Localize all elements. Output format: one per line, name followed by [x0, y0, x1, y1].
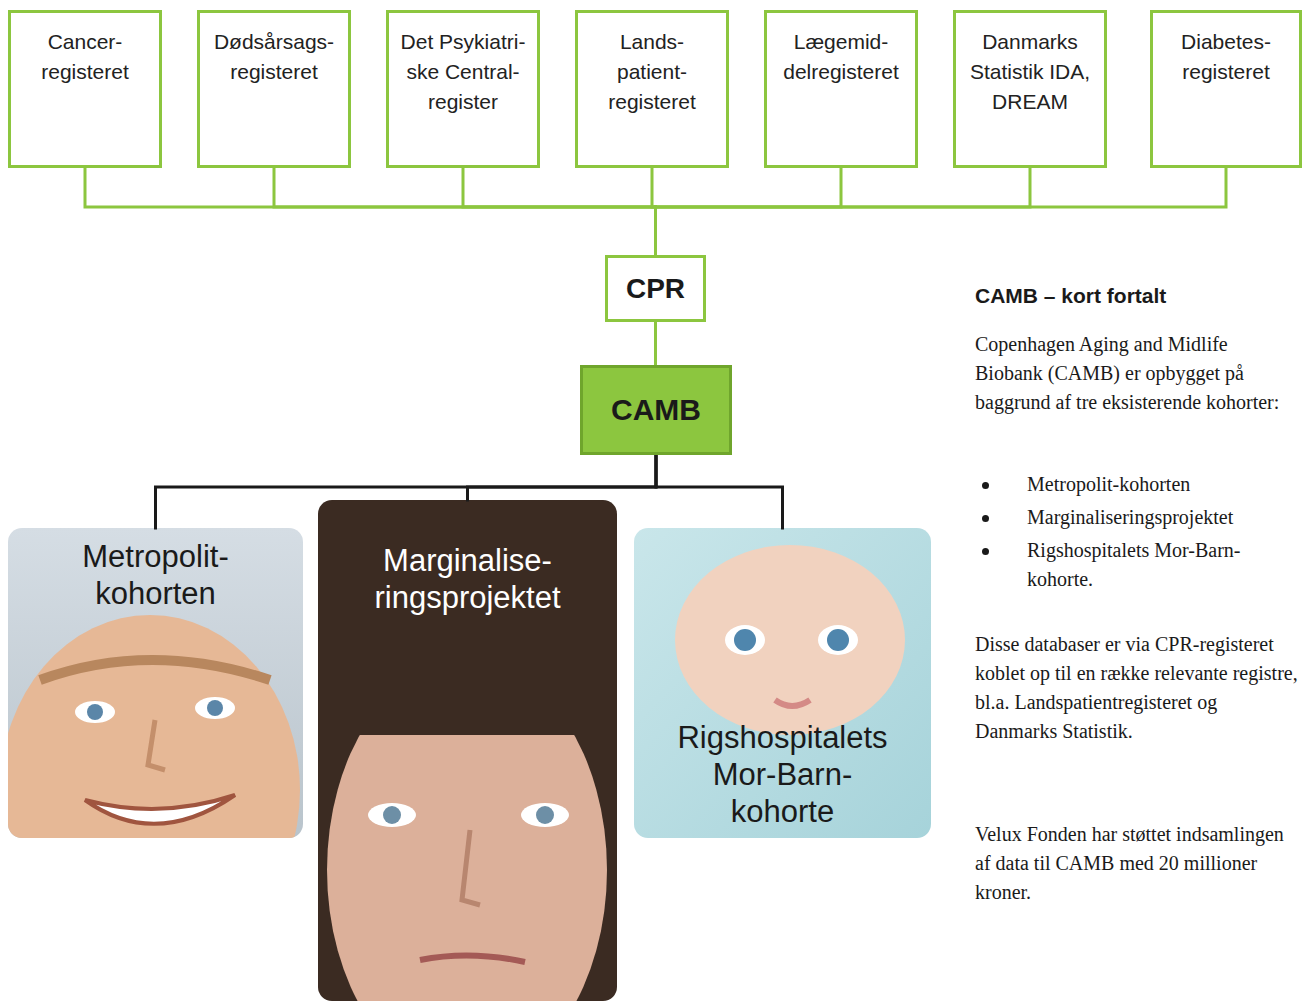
- node-text: Dødsårsags- registeret: [204, 27, 344, 87]
- cohort-card: Marginalise- ringsprojektet: [318, 500, 617, 1001]
- connector-line: [463, 168, 656, 255]
- node-text: Det Psykiatri- ske Central- register: [391, 27, 536, 117]
- registry-box: Cancer- registeret: [8, 10, 162, 168]
- bullet-item: Metropolit-kohorten: [1027, 470, 1300, 499]
- node-text: CAMB: [611, 393, 701, 427]
- bullet-item: Rigshospitalets Mor-Barn-kohorte.: [1027, 536, 1300, 594]
- camb-box: CAMB: [580, 365, 732, 455]
- baby-photo: [634, 528, 931, 838]
- connector-line: [274, 168, 656, 255]
- connector-line: [656, 455, 783, 528]
- young-man-photo: [8, 528, 303, 838]
- connector-line: [156, 455, 657, 528]
- woman-photo: [318, 500, 617, 1001]
- bullet-item: Marginaliseringsprojektet: [1027, 503, 1300, 532]
- registry-box: Diabetes- registeret: [1150, 10, 1302, 168]
- sidebar-heading: CAMB – kort fortalt: [975, 282, 1300, 310]
- bullet-dot: [982, 548, 989, 555]
- node-text: Diabetes- registeret: [1156, 27, 1296, 87]
- connector-line: [468, 455, 657, 500]
- node-text: Lands- patient- registeret: [593, 27, 711, 117]
- bullet-dot: [982, 482, 989, 489]
- node-text: Lægemid- delregisteret: [767, 27, 915, 87]
- sidebar-text: Copenhagen Aging and Midlife Biobank (CA…: [975, 330, 1300, 417]
- connector-line: [656, 168, 1227, 255]
- sidebar-text: Disse databaser er via CPR-registeret ko…: [975, 630, 1300, 746]
- registry-box: Det Psykiatri- ske Central- register: [386, 10, 540, 168]
- cohort-card: Metropolit- kohorten: [8, 528, 303, 838]
- node-text: Cancer- registeret: [15, 27, 155, 87]
- node-text: Rigshospitalets Mor-Barn- kohorte: [663, 719, 903, 830]
- registry-box: Lægemid- delregisteret: [764, 10, 918, 168]
- sidebar-text: Velux Fonden har støttet indsamlingen af…: [975, 820, 1300, 907]
- connector-line: [656, 168, 842, 255]
- cohort-card: Rigshospitalets Mor-Barn- kohorte: [634, 528, 931, 838]
- registry-box: Lands- patient- registeret: [575, 10, 729, 168]
- connector-line: [85, 168, 656, 255]
- node-text: CPR: [626, 273, 685, 305]
- connector-line: [656, 168, 1031, 255]
- node-text: Danmarks Statistik IDA, DREAM: [963, 27, 1098, 117]
- node-text: Metropolit- kohorten: [31, 538, 281, 612]
- connector-line: [654, 322, 657, 365]
- bullet-dot: [982, 515, 989, 522]
- registry-box: Dødsårsags- registeret: [197, 10, 351, 168]
- registry-box: Danmarks Statistik IDA, DREAM: [953, 10, 1107, 168]
- node-text: Marginalise- ringsprojektet: [343, 542, 593, 616]
- cpr-box: CPR: [605, 255, 706, 322]
